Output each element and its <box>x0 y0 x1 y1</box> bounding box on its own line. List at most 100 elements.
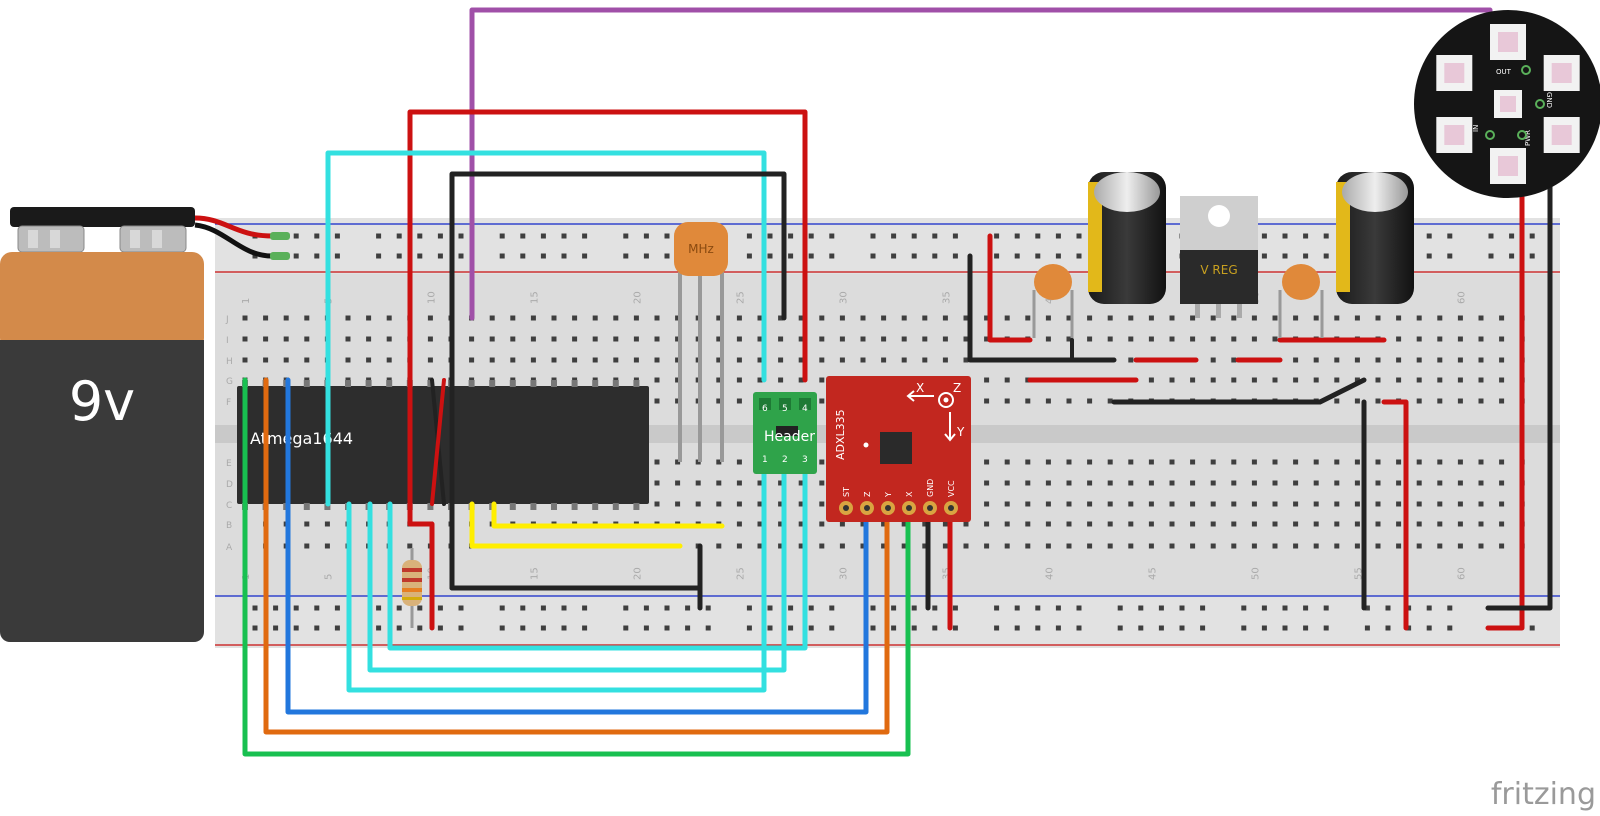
neopixel-ring: OUT GND IN PWR <box>1414 10 1600 198</box>
col-label-bottom: 30 <box>838 567 849 580</box>
col-label-bottom: 60 <box>1456 567 1467 580</box>
battery-label: 9v <box>69 370 135 433</box>
chip-pin <box>509 503 516 510</box>
col-label-top: 10 <box>426 291 437 304</box>
chip-pin <box>530 503 537 510</box>
resonator-label: MHz <box>688 242 714 256</box>
row-label: F <box>226 398 231 408</box>
chip-pin <box>592 503 599 510</box>
wire-red-top <box>407 109 808 527</box>
wire-red-ring-pwr <box>1485 132 1525 631</box>
axis-y-label: Y <box>956 425 965 439</box>
adxl-pin-label: X <box>905 491 914 497</box>
wires <box>242 7 1553 757</box>
voltage-regulator: V REG <box>1180 196 1258 318</box>
chip-pin <box>551 503 557 510</box>
header-pin-3: 3 <box>802 455 808 465</box>
chip-pin <box>633 380 640 387</box>
chip-pin <box>551 380 557 387</box>
axis-x-label: X <box>916 381 924 395</box>
adxl-pin-label: VCC <box>947 480 956 497</box>
col-label-bottom: 55 <box>1353 567 1364 580</box>
col-label-bottom: 50 <box>1250 567 1261 580</box>
regulator-label: V REG <box>1200 263 1237 277</box>
row-label: I <box>226 336 229 346</box>
header-label: Header <box>764 429 815 445</box>
ceramic-cap-2 <box>1278 264 1324 338</box>
col-label-top: 1 <box>241 298 252 304</box>
ring-out-label: OUT <box>1496 68 1512 76</box>
wire-black-reg-2 <box>1111 377 1367 405</box>
col-label-bottom: 15 <box>529 567 540 580</box>
wire-green-x <box>242 377 911 757</box>
chip-pin <box>468 380 475 387</box>
fritzing-logo: fritzing <box>1491 777 1596 812</box>
resistor <box>402 548 422 628</box>
col-label-bottom: 40 <box>1044 567 1055 580</box>
row-label: H <box>226 357 233 367</box>
wire-red-reg-1 <box>987 233 1033 343</box>
chip-pin <box>303 380 310 387</box>
col-label-top: 15 <box>529 291 540 304</box>
wire-black-ground <box>449 543 703 611</box>
chip-pin <box>345 380 351 387</box>
col-label-top: 30 <box>838 291 849 304</box>
row-label: D <box>226 480 233 490</box>
chip-pin <box>612 380 619 387</box>
wire-red-resistor <box>407 521 435 631</box>
header-board: 6 5 4 Header 1 2 3 <box>753 392 817 474</box>
header-pin-4: 4 <box>802 404 808 414</box>
row-label: E <box>226 459 232 469</box>
chip-pin <box>633 503 640 510</box>
adxl-pin-label: Z <box>863 491 872 497</box>
col-label-bottom: 20 <box>632 567 643 580</box>
chip-pin <box>324 503 331 510</box>
col-label-top: 25 <box>735 291 746 304</box>
ring-pwr-label: PWR <box>1524 130 1532 146</box>
chip-pin <box>509 380 516 387</box>
adxl335-board: X Z Y ADXL335 ST Z Y X GND VCC <box>826 376 971 522</box>
adxl-pin-label: GND <box>926 479 935 497</box>
wire-yellow-2 <box>491 501 725 529</box>
ring-in-label: IN <box>1472 125 1480 132</box>
chip-pin <box>489 380 496 387</box>
ring-gnd-label: GND <box>1545 92 1553 108</box>
chip-pin <box>530 380 537 387</box>
electrolytic-cap-2 <box>1336 172 1414 304</box>
chip-pin <box>303 503 310 510</box>
ceramic-cap-1 <box>1032 264 1074 338</box>
wire-cyan-top <box>325 150 767 507</box>
wire-red-reg-out <box>1381 399 1409 631</box>
chip-pin <box>427 503 434 510</box>
electrolytic-cap-1 <box>1088 172 1166 304</box>
wire-blue-z <box>285 377 869 715</box>
chip-pin <box>612 503 619 510</box>
wire-cyan-header-3 <box>387 459 808 651</box>
wire-black-top <box>449 171 787 591</box>
wire-black-reg-1 <box>967 253 1117 363</box>
row-label: B <box>226 521 232 531</box>
col-label-bottom: 45 <box>1147 567 1158 580</box>
row-label: A <box>226 543 233 553</box>
chip-pin <box>365 380 372 387</box>
chip-pin <box>592 380 599 387</box>
top-power-rail <box>215 218 1560 274</box>
row-label: J <box>225 315 229 325</box>
chip-pin <box>571 503 578 510</box>
col-label-top: 60 <box>1456 291 1467 304</box>
header-pin-6: 6 <box>762 404 768 414</box>
wire-cyan-header-1 <box>346 459 767 693</box>
wire-orange-y <box>263 377 890 735</box>
chip-pin <box>571 380 578 387</box>
axis-z-label: Z <box>953 381 961 395</box>
adxl-label: ADXL335 <box>834 409 847 460</box>
header-pin-2: 2 <box>782 455 788 465</box>
col-label-top: 35 <box>941 291 952 304</box>
ceramic-resonator: MHz <box>674 222 728 462</box>
col-label-bottom: 35 <box>941 567 952 580</box>
chip-pin <box>386 380 393 387</box>
row-label: G <box>226 377 233 387</box>
adxl-pin-label: Y <box>884 492 893 498</box>
adxl-pin-label: ST <box>842 487 851 497</box>
